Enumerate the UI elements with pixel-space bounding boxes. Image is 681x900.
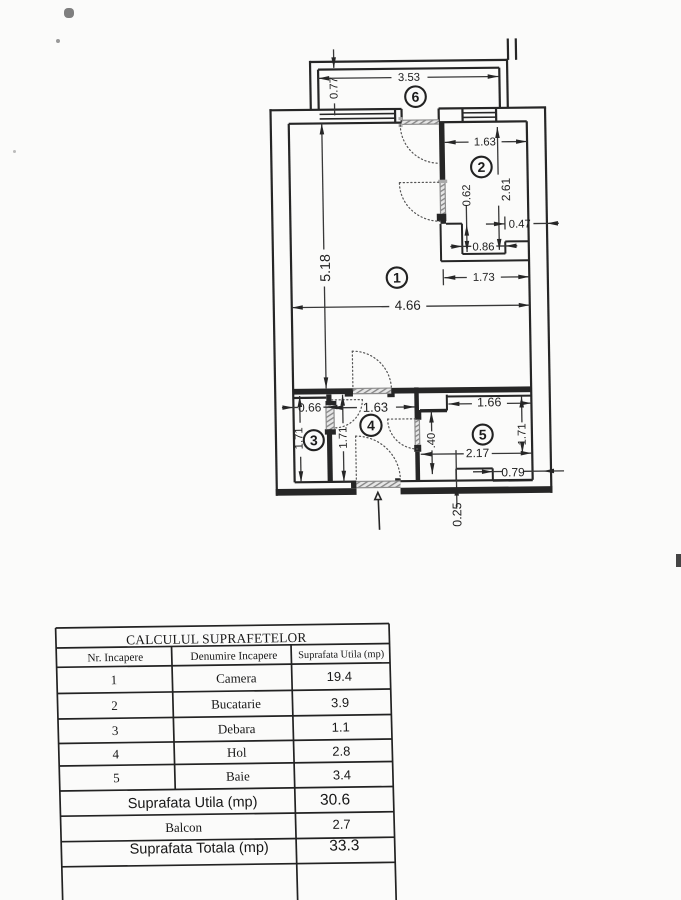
svg-text:4: 4 xyxy=(112,746,119,761)
svg-text:2.8: 2.8 xyxy=(332,743,350,758)
svg-text:Baie: Baie xyxy=(226,768,250,783)
svg-text:1: 1 xyxy=(110,672,117,687)
svg-text:Hol: Hol xyxy=(227,745,247,760)
svg-text:5: 5 xyxy=(113,770,120,785)
svg-text:2: 2 xyxy=(111,698,118,713)
svg-text:Camera: Camera xyxy=(216,670,257,686)
svg-text:0.47: 0.47 xyxy=(509,218,531,230)
svg-text:1.1: 1.1 xyxy=(331,719,349,734)
svg-text:0.86: 0.86 xyxy=(472,241,494,253)
svg-text:1.63: 1.63 xyxy=(474,136,496,148)
svg-text:Suprafata Totala (mp): Suprafata Totala (mp) xyxy=(129,840,269,858)
svg-text:Suprafata Utila (mp): Suprafata Utila (mp) xyxy=(128,794,258,812)
svg-text:1.71: 1.71 xyxy=(337,427,349,449)
svg-text:19.4: 19.4 xyxy=(327,669,353,684)
svg-text:3: 3 xyxy=(112,723,119,738)
svg-text:2.61: 2.61 xyxy=(499,177,513,201)
svg-text:3: 3 xyxy=(310,432,318,448)
svg-text:5.18: 5.18 xyxy=(318,254,334,282)
svg-text:2.7: 2.7 xyxy=(332,817,350,832)
svg-text:1.73: 1.73 xyxy=(473,272,495,284)
svg-text:1.63: 1.63 xyxy=(363,400,389,415)
svg-text:1.66: 1.66 xyxy=(477,395,502,409)
svg-text:5: 5 xyxy=(479,426,487,442)
svg-text:0.79: 0.79 xyxy=(501,465,525,479)
svg-text:Bucatarie: Bucatarie xyxy=(211,696,261,712)
svg-text:CALCULUL SUPRAFETELOR: CALCULUL SUPRAFETELOR xyxy=(126,630,307,647)
svg-text:33.3: 33.3 xyxy=(329,837,360,854)
svg-text:Suprafata Utila (mp): Suprafata Utila (mp) xyxy=(298,649,384,661)
svg-text:1: 1 xyxy=(393,270,401,286)
svg-text:1.71: 1.71 xyxy=(293,427,305,449)
svg-text:Debara: Debara xyxy=(218,721,256,737)
svg-text:4: 4 xyxy=(367,417,375,433)
svg-text:0.66: 0.66 xyxy=(298,400,322,414)
svg-text:Nr. Incapere: Nr. Incapere xyxy=(87,652,143,665)
svg-text:.40: .40 xyxy=(426,433,438,449)
svg-text:0.25: 0.25 xyxy=(450,502,464,527)
svg-text:2: 2 xyxy=(477,159,485,175)
svg-text:1.71: 1.71 xyxy=(516,423,528,445)
svg-text:4.66: 4.66 xyxy=(395,298,421,313)
svg-text:3.53: 3.53 xyxy=(398,72,420,84)
svg-text:Denumire Incapere: Denumire Incapere xyxy=(190,650,277,663)
svg-text:3.9: 3.9 xyxy=(331,695,349,710)
svg-text:0.62: 0.62 xyxy=(461,184,473,206)
svg-text:3.4: 3.4 xyxy=(333,767,351,782)
svg-text:30.6: 30.6 xyxy=(320,791,351,808)
svg-text:2.17: 2.17 xyxy=(466,446,490,460)
svg-text:0.77: 0.77 xyxy=(328,77,340,99)
svg-text:6: 6 xyxy=(411,89,419,105)
svg-text:Balcon: Balcon xyxy=(165,819,203,835)
